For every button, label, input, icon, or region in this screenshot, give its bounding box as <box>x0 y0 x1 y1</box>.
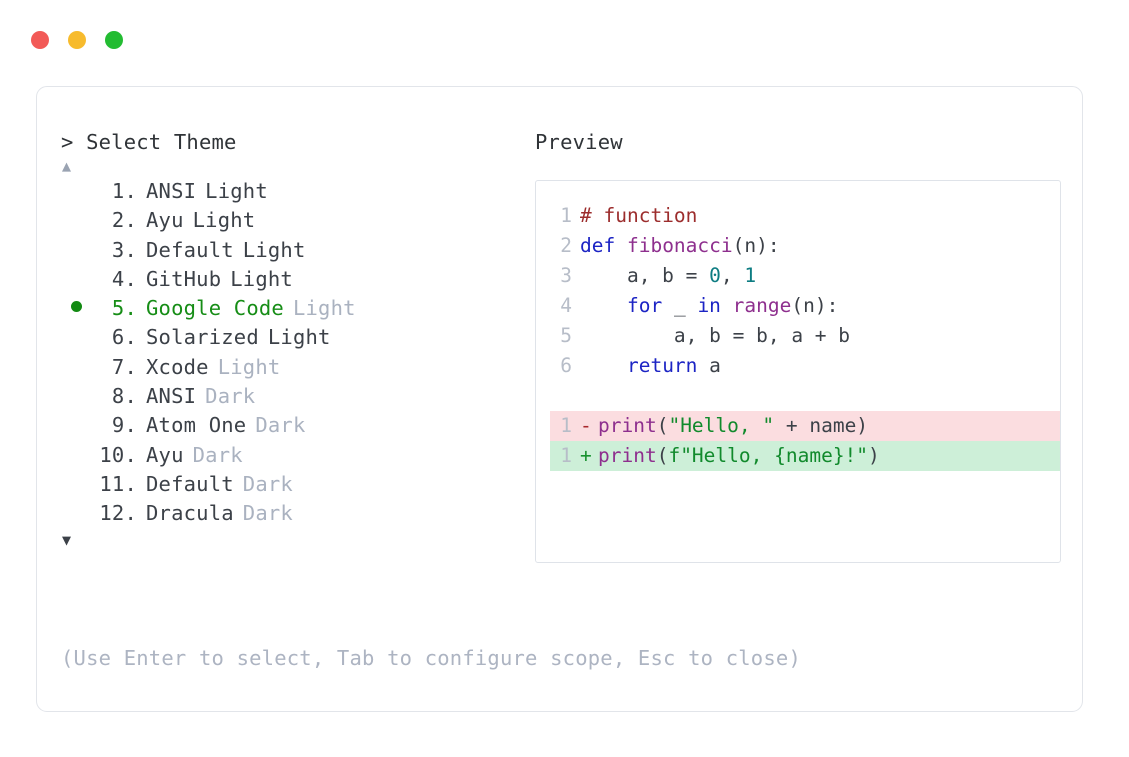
diff-line: 1 + print(f"Hello, {name}!") <box>550 441 1060 471</box>
preview-panel: Preview 1 # function 2 def fibonacci(n): 3 a… <box>535 129 1063 563</box>
scroll-up-icon[interactable]: ▲ <box>62 157 72 175</box>
line-number: 4 <box>560 294 572 317</box>
theme-list-item[interactable]: 11. Default Dark <box>61 470 531 499</box>
maximize-button[interactable] <box>105 31 123 49</box>
theme-item-number: 7. <box>111 354 137 379</box>
code-line: 2 def fibonacci(n): <box>550 231 1060 261</box>
code-text: a, b = 0, 1 <box>580 264 757 287</box>
window-titlebar <box>0 0 1129 80</box>
theme-item-name: ANSI <box>146 384 197 409</box>
theme-list-item[interactable]: 6. Solarized Light <box>61 323 531 352</box>
theme-item-number: 6. <box>111 325 137 350</box>
theme-list-item[interactable]: 2. Ayu Light <box>61 206 531 235</box>
theme-list-item[interactable]: 8. ANSI Dark <box>61 382 531 411</box>
selected-indicator-dot <box>61 294 91 323</box>
code-line: 1 # function <box>550 201 1060 231</box>
theme-list-item[interactable]: 7. Xcode Light <box>61 353 531 382</box>
theme-item-name: Ayu <box>146 208 184 233</box>
code-text: def fibonacci(n): <box>580 234 780 257</box>
theme-item-variant: Light <box>192 208 256 233</box>
theme-item-variant: Light <box>292 296 356 321</box>
diff-sample: 1-print("Hello, " + name)1+print(f"Hello… <box>536 411 1060 471</box>
code-sample: 1 # function 2 def fibonacci(n): 3 a, b = 0,… <box>536 201 1060 381</box>
theme-list-item[interactable]: 5. Google Code Light <box>61 294 531 323</box>
theme-item-name: GitHub <box>146 266 222 291</box>
theme-item-variant: Light <box>217 354 281 379</box>
page-title: > Select Theme <box>61 130 237 154</box>
theme-item-name: Default <box>146 471 234 496</box>
theme-list-item[interactable]: 12. Dracula Dark <box>61 499 531 528</box>
code-line: 4 for _ in range(n): <box>550 291 1060 321</box>
line-number: 1 <box>560 414 572 437</box>
theme-item-name: Atom One <box>146 413 247 438</box>
keyboard-hint: (Use Enter to select, Tab to configure s… <box>61 646 801 670</box>
bullet-icon <box>71 301 82 313</box>
line-number: 2 <box>560 234 572 257</box>
theme-item-name: ANSI <box>146 179 197 203</box>
diff-marker: + <box>580 444 592 467</box>
theme-item-number: 3. <box>111 237 137 262</box>
theme-item-number: 11. <box>99 471 137 496</box>
theme-item-variant: Light <box>230 266 293 291</box>
diff-marker: - <box>580 414 592 437</box>
code-text: print("Hello, " + name) <box>598 414 869 437</box>
code-spacer <box>536 381 1060 411</box>
close-button[interactable] <box>31 31 49 49</box>
theme-item-number: 1. <box>111 179 137 203</box>
theme-item-variant: Dark <box>242 471 293 496</box>
code-text: print(f"Hello, {name}!") <box>598 444 880 467</box>
theme-list-item[interactable]: 10. Ayu Dark <box>61 441 531 470</box>
code-line: 3 a, b = 0, 1 <box>550 261 1060 291</box>
theme-item-variant: Dark <box>205 384 256 409</box>
theme-list-item[interactable]: 4. GitHub Light <box>61 265 531 294</box>
theme-list-item[interactable]: 3. Default Light <box>61 236 531 265</box>
line-number: 6 <box>560 354 572 377</box>
theme-item-name: Default <box>146 237 234 262</box>
scroll-down-icon[interactable]: ▼ <box>62 530 72 549</box>
preview-label: Preview <box>535 130 623 154</box>
theme-item-number: 2. <box>111 208 137 233</box>
theme-item-name: Dracula <box>146 501 234 526</box>
theme-item-variant: Dark <box>255 413 306 438</box>
theme-item-variant: Dark <box>242 501 293 526</box>
theme-item-number: 9. <box>111 413 137 438</box>
theme-item-name: Ayu <box>146 442 184 467</box>
theme-item-number: 4. <box>111 266 137 291</box>
code-text: for _ in range(n): <box>626 294 839 317</box>
code-text: a, b = b, a + b <box>580 324 851 347</box>
theme-list-item[interactable]: 9. Atom One Dark <box>61 411 531 440</box>
code-line: 6 return a <box>550 351 1060 381</box>
theme-item-variant: Light <box>267 325 331 350</box>
minimize-button[interactable] <box>68 31 86 49</box>
diff-line: 1-print("Hello, " + name) <box>550 411 1060 441</box>
traffic-light-group <box>31 31 123 49</box>
line-number: 1 <box>560 444 572 467</box>
theme-item-number: 12. <box>99 501 137 526</box>
code-line: 5 a, b = b, a + b <box>550 321 1060 351</box>
theme-item-number: 5. <box>111 296 137 321</box>
theme-item-variant: Light <box>242 237 306 262</box>
code-text: # function <box>580 204 698 227</box>
theme-item-variant: Dark <box>192 442 243 467</box>
code-text: return a <box>626 354 721 377</box>
theme-list-item[interactable]: 1. ANSI Light <box>61 177 531 206</box>
line-number: 3 <box>560 264 572 287</box>
line-number: 1 <box>560 204 572 227</box>
theme-item-variant: Light <box>205 179 268 203</box>
theme-item-name: Google Code <box>146 296 284 321</box>
theme-item-number: 8. <box>111 384 137 409</box>
theme-item-name: Solarized <box>146 325 259 350</box>
preview-code-box: 1 # function 2 def fibonacci(n): 3 a, b = 0,… <box>535 180 1061 563</box>
line-number: 5 <box>560 324 572 347</box>
theme-item-number: 10. <box>99 442 137 467</box>
theme-item-name: Xcode <box>146 354 209 379</box>
